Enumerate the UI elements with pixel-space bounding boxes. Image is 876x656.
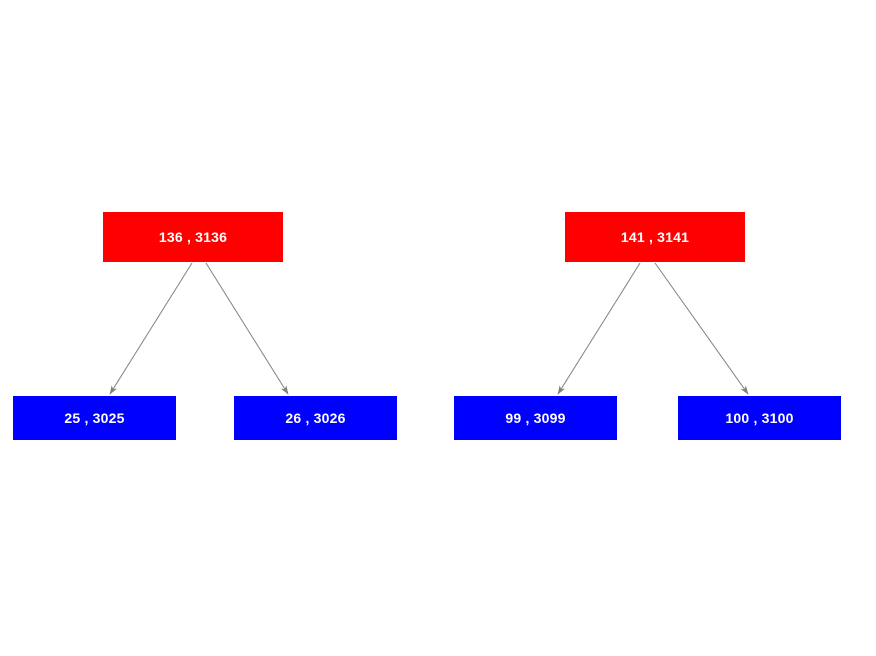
tree-node-leaf-2[interactable]: 26 , 3026 — [234, 396, 397, 440]
node-label: 99 , 3099 — [505, 410, 566, 426]
node-label: 136 , 3136 — [158, 229, 228, 245]
tree-edge — [109, 262, 193, 395]
tree-node-leaf-1[interactable]: 25 , 3025 — [13, 396, 176, 440]
edges-group — [109, 262, 749, 395]
tree-node-leaf-4[interactable]: 100 , 3100 — [678, 396, 841, 440]
node-label: 141 , 3141 — [620, 229, 690, 245]
tree-edge — [654, 262, 749, 395]
tree-edge — [205, 262, 289, 395]
tree-edge — [557, 262, 641, 395]
node-label: 26 , 3026 — [285, 410, 346, 426]
tree-node-root-right[interactable]: 141 , 3141 — [565, 212, 745, 262]
node-label: 25 , 3025 — [64, 410, 125, 426]
tree-node-leaf-3[interactable]: 99 , 3099 — [454, 396, 617, 440]
node-label: 100 , 3100 — [725, 410, 794, 426]
tree-node-root-left[interactable]: 136 , 3136 — [103, 212, 283, 262]
